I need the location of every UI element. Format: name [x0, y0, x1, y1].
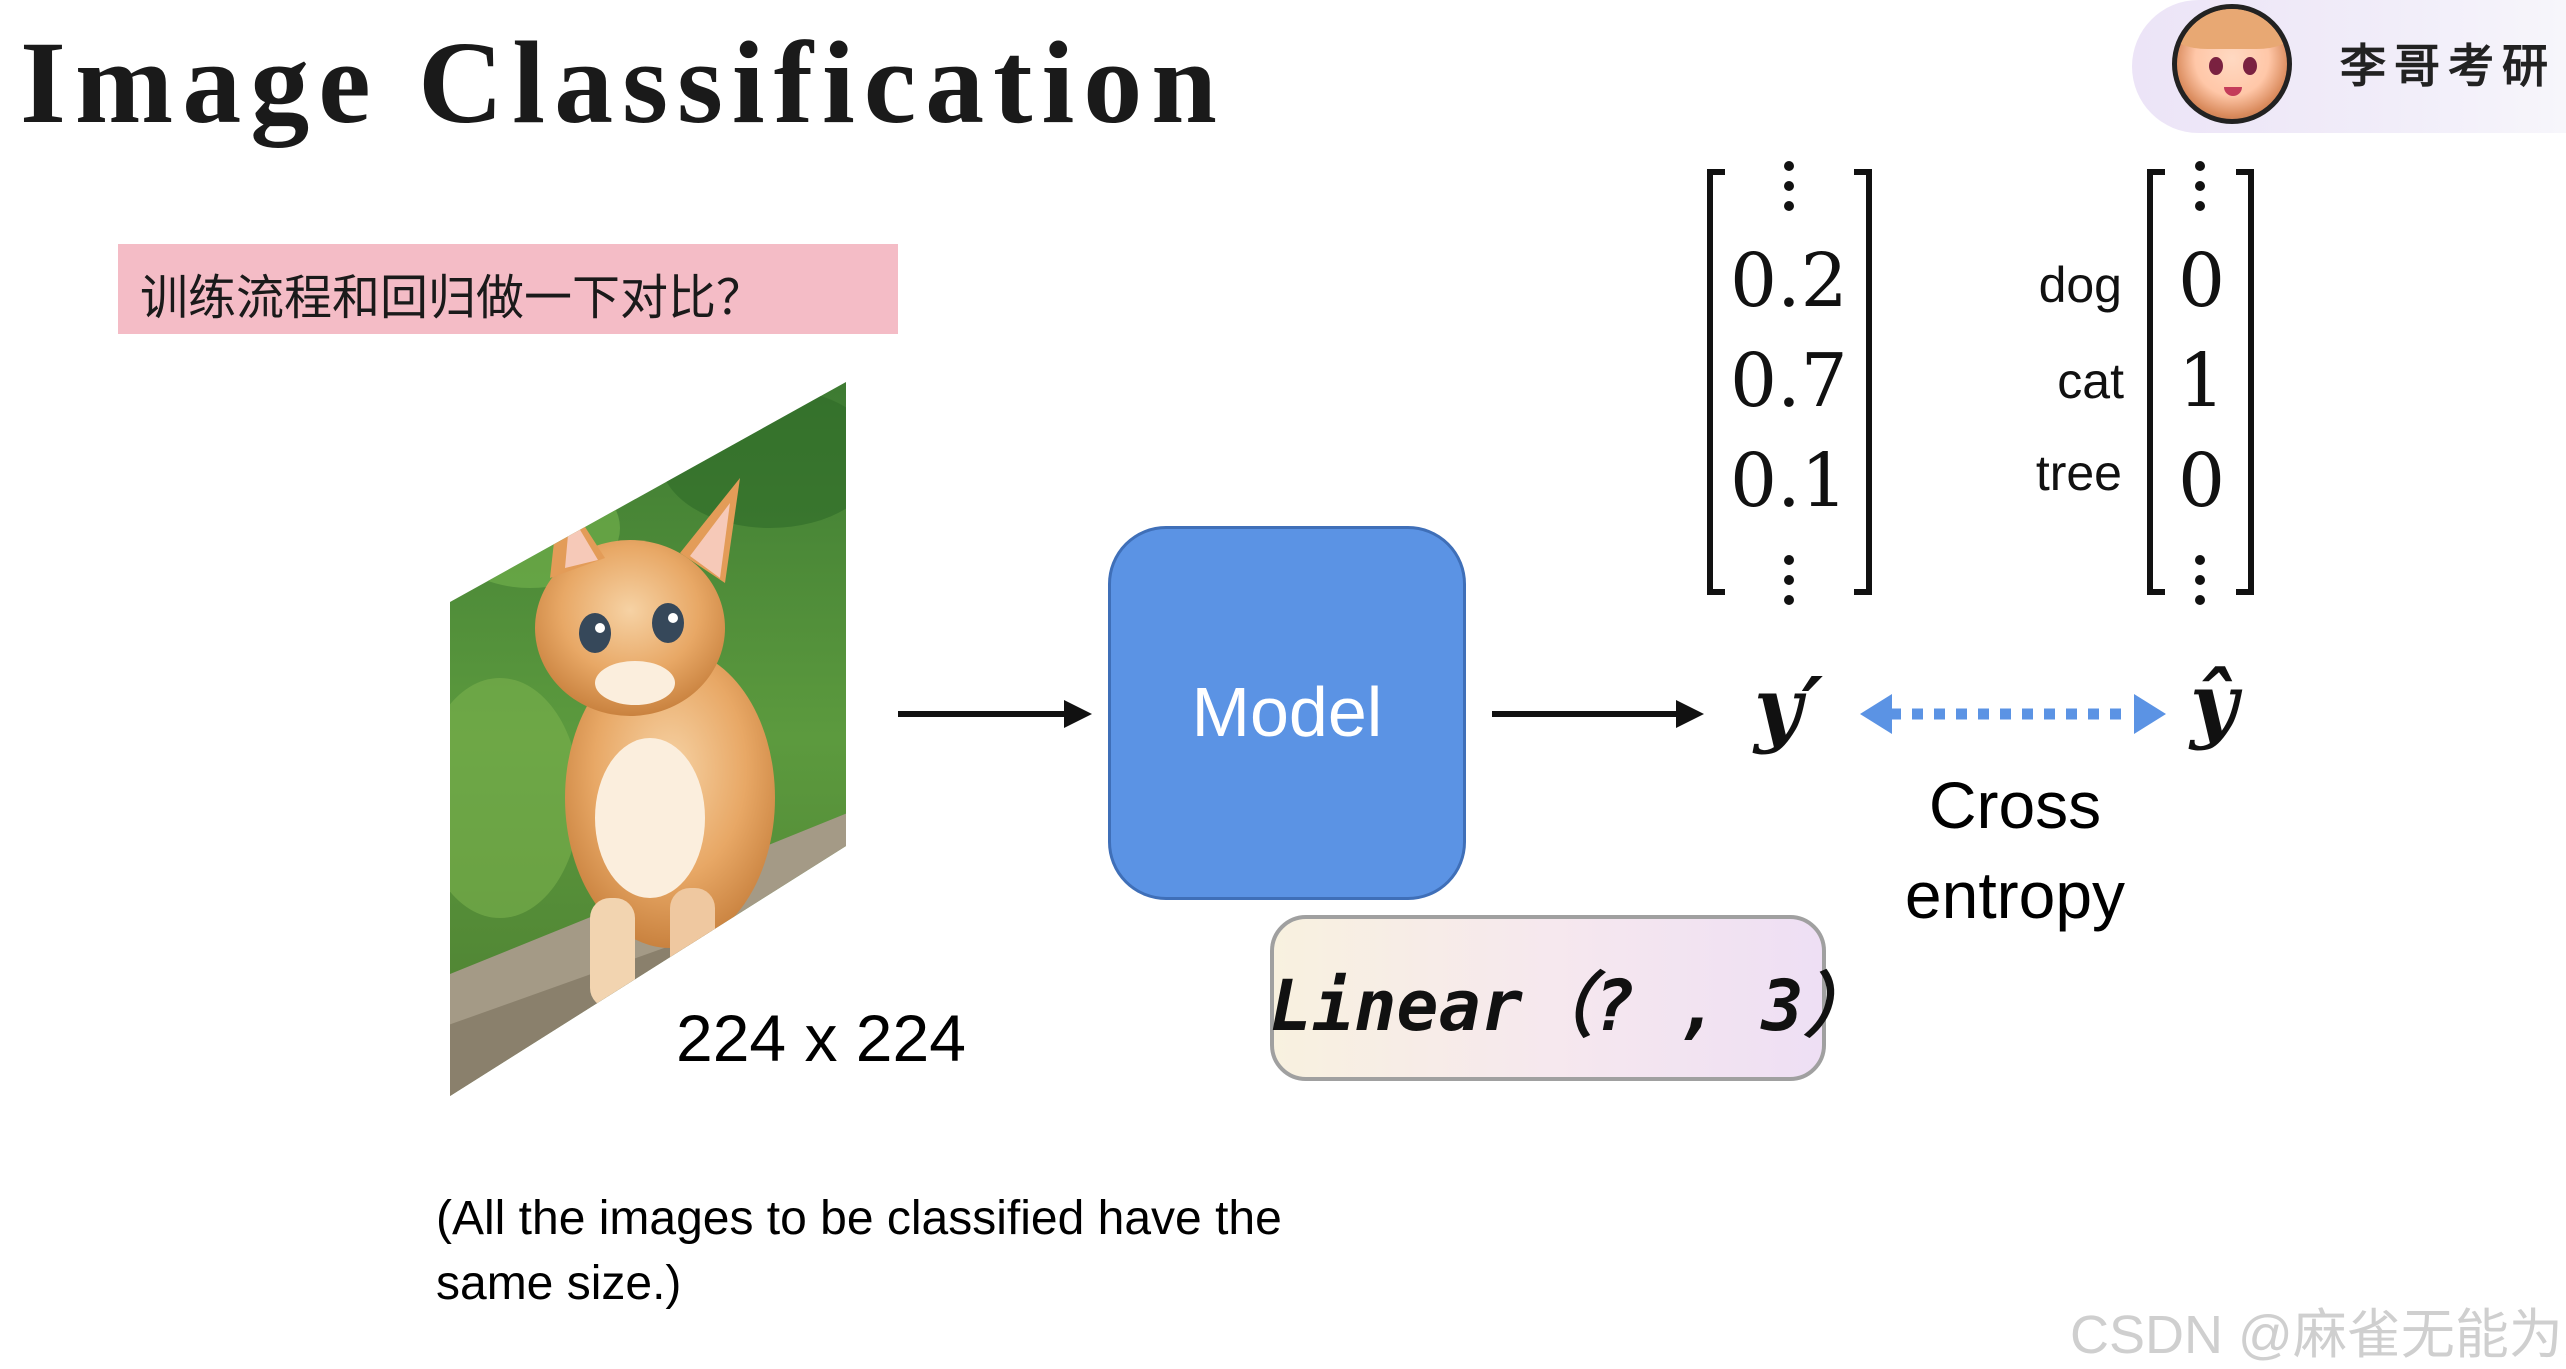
class-label-cat: cat — [2057, 353, 2124, 409]
image-size-label: 224 x 224 — [676, 1001, 966, 1075]
arrow-input-to-model — [898, 700, 1092, 728]
target-vector-dots — [2195, 161, 2205, 605]
loss-label-line: Cross — [1928, 768, 2102, 842]
avatar — [2172, 4, 2292, 124]
brand-name: 李哥考研 — [2340, 39, 2556, 93]
prediction-vector-bracket — [1707, 169, 1872, 595]
kitten-image — [450, 382, 846, 1096]
loss-label: Cross entropy — [1850, 760, 2180, 940]
arrow-model-to-output — [1492, 700, 1704, 728]
note-line: same size.) — [436, 1257, 682, 1310]
target-value: 1 — [2178, 338, 2226, 424]
target-symbol: ŷ — [2190, 656, 2238, 752]
target-value: 0 — [2178, 438, 2226, 524]
loss-dotted-arrow — [1860, 694, 2166, 734]
target-value: 0 — [2178, 238, 2226, 324]
loss-label-line: entropy — [1904, 858, 2126, 932]
prediction-value: 0.1 — [1730, 438, 1848, 524]
note-line: (All the images to be classified have th… — [436, 1192, 1282, 1245]
question-text: 训练流程和回归做一下对比？ — [140, 270, 765, 326]
model-label: Model — [1191, 673, 1383, 751]
slide-title: Image Classification — [20, 17, 1226, 148]
prediction-value: 0.7 — [1730, 338, 1848, 424]
prediction-vector-dots — [1784, 161, 1794, 605]
class-label-tree: tree — [2035, 445, 2122, 501]
target-vector-bracket — [2147, 169, 2254, 595]
class-label-dog: dog — [2038, 257, 2122, 313]
question-highlight — [118, 244, 898, 334]
prediction-symbol: y′ — [1754, 660, 1824, 756]
note-text: (All the images to be classified have th… — [436, 1186, 1282, 1316]
model-box — [1108, 526, 1466, 900]
linear-layer-label: Linear（? , 3） — [1270, 965, 1874, 1047]
linear-layer-box — [1270, 915, 1826, 1081]
watermark: CSDN @麻雀无能为力 — [2070, 1305, 2566, 1365]
prediction-value: 0.2 — [1730, 238, 1848, 324]
